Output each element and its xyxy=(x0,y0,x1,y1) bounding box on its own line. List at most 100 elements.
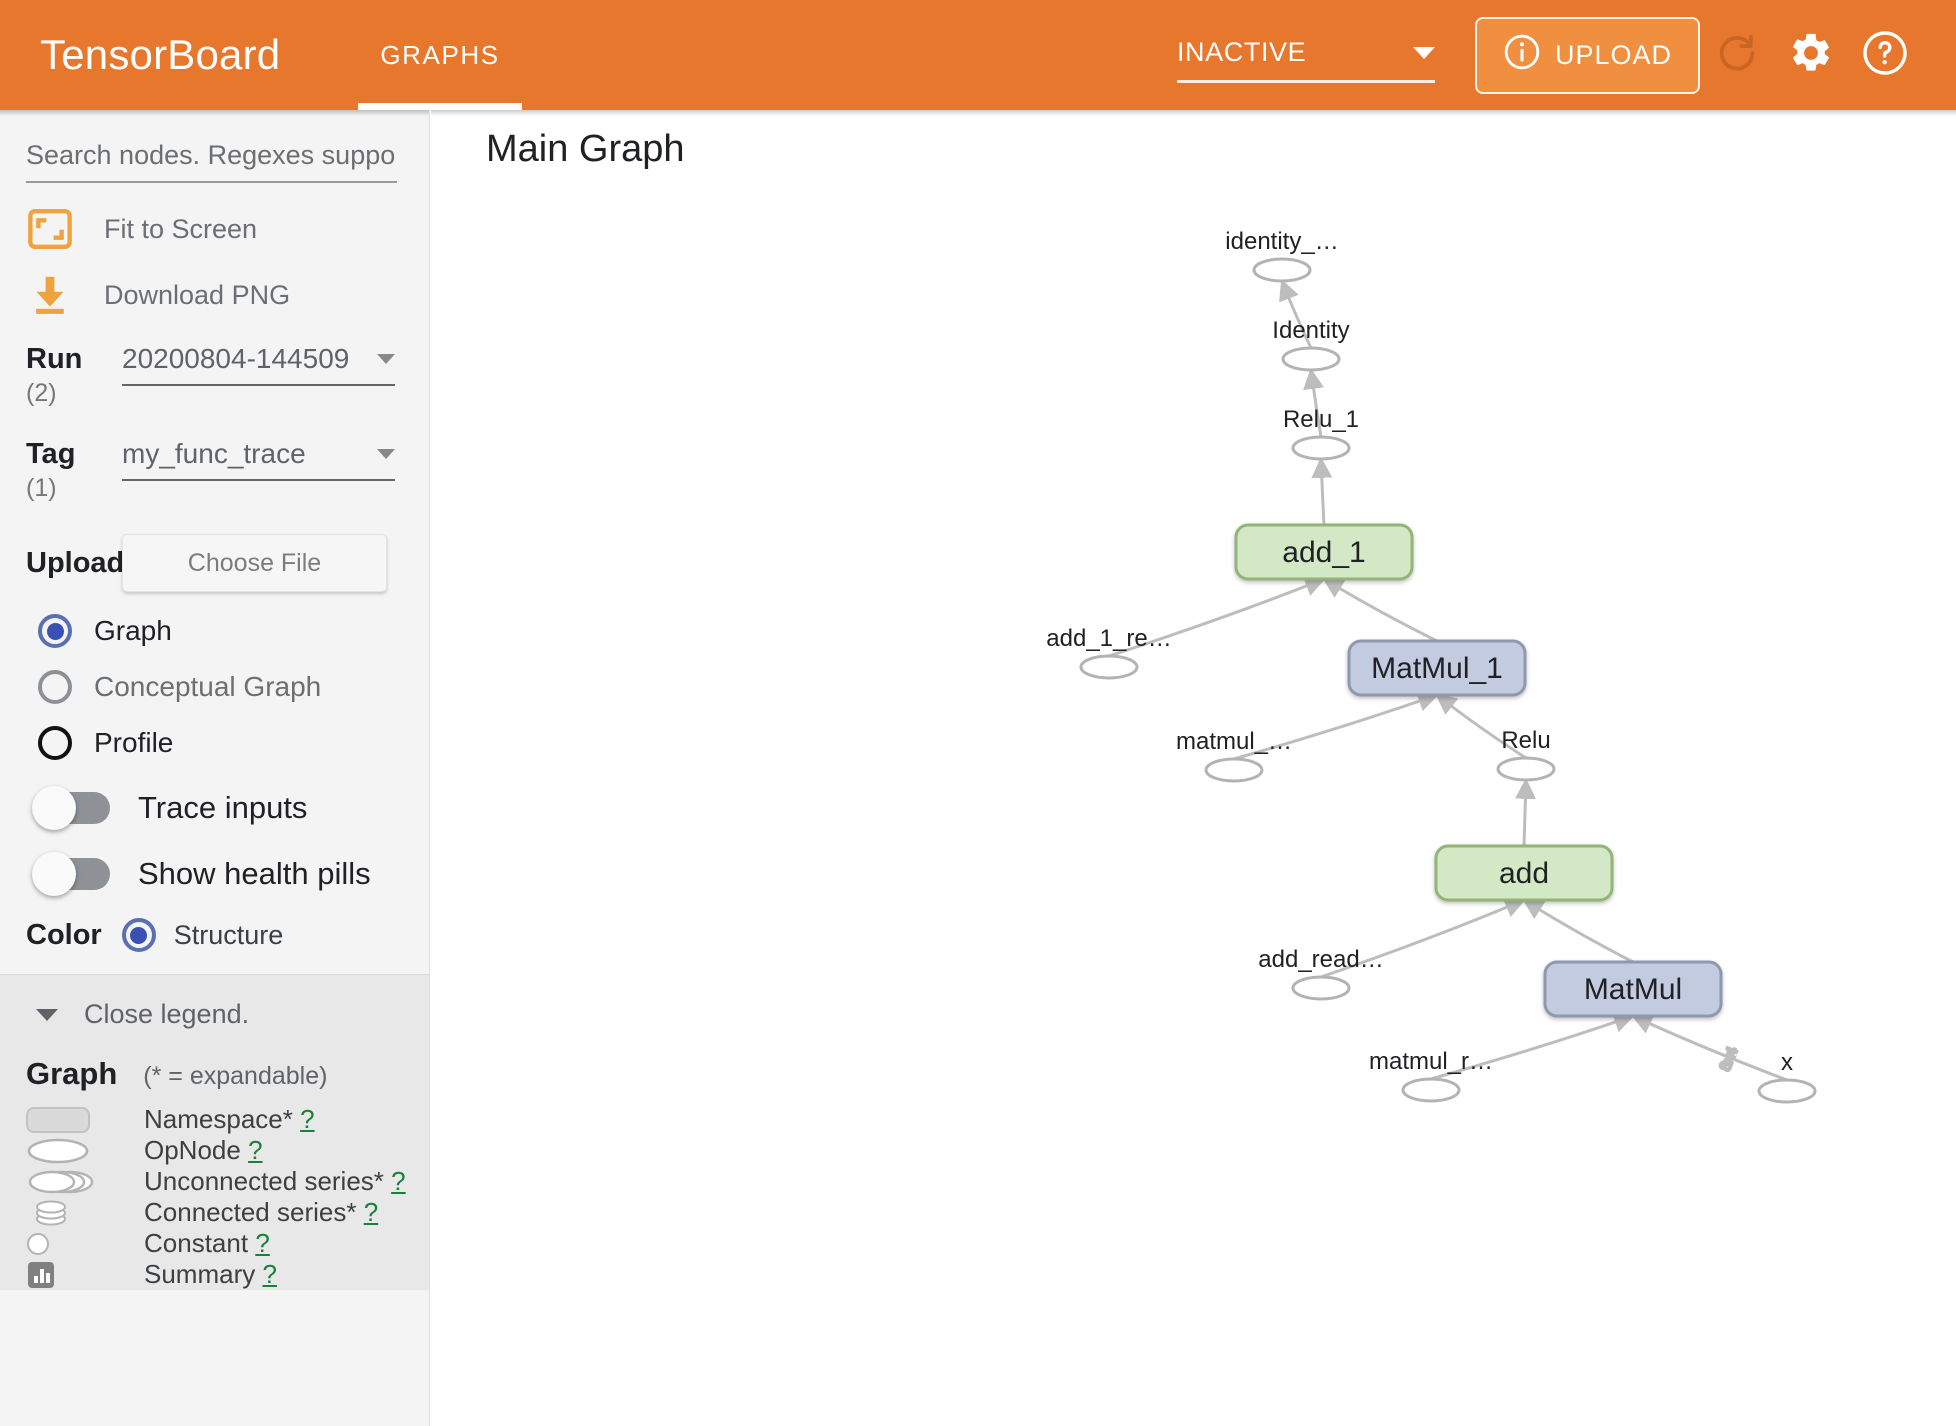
graph-node-label: Identity xyxy=(1272,317,1349,344)
run-count: (2) xyxy=(26,379,57,408)
search-input[interactable] xyxy=(26,140,397,183)
tab-graphs-label: GRAPHS xyxy=(380,39,500,70)
help-link[interactable]: ? xyxy=(391,1166,406,1197)
toggle-show-health-pills-label: Show health pills xyxy=(138,856,371,892)
run-state-dropdown[interactable]: INACTIVE xyxy=(1176,37,1435,83)
graph-node-x[interactable]: x xyxy=(1757,1049,1817,1104)
opnode-ellipse[interactable] xyxy=(1291,435,1351,461)
radio-selected-icon xyxy=(38,614,72,649)
namespace-rect[interactable] xyxy=(1543,960,1723,1018)
namespace-rect[interactable] xyxy=(1347,639,1527,697)
close-legend-button[interactable]: Close legend. xyxy=(36,999,429,1030)
chevron-down-icon xyxy=(36,1008,58,1021)
graph-node-add_1[interactable]: add_1 xyxy=(1234,523,1414,581)
toggle-trace-inputs[interactable]: Trace inputs xyxy=(32,786,429,831)
color-structure-label: Structure xyxy=(173,919,284,950)
opnode-ellipse[interactable] xyxy=(1496,756,1556,782)
upload-label: Upload xyxy=(26,546,125,579)
radio-graph[interactable]: Graph xyxy=(38,614,429,649)
color-field: Color Structure xyxy=(26,918,429,953)
opnode-ellipse[interactable] xyxy=(1204,757,1264,783)
graph-node-label: add xyxy=(1499,857,1549,890)
graph-node-label: MatMul_1 xyxy=(1371,652,1503,685)
legend-item-connected-series-label: Connected series* xyxy=(144,1197,357,1228)
opnode-ellipse[interactable] xyxy=(1281,346,1341,372)
radio-profile[interactable]: Profile xyxy=(38,726,429,761)
toggle-switch-icon xyxy=(32,786,110,831)
legend-item-opnode-label: OpNode xyxy=(144,1135,241,1166)
legend-item-namespace-label: Namespace* xyxy=(144,1104,293,1135)
tab-graphs[interactable]: GRAPHS xyxy=(358,0,523,110)
upload-button[interactable]: UPLOAD xyxy=(1474,16,1700,94)
fit-to-screen-button[interactable]: Fit to Screen xyxy=(26,209,429,249)
connected-series-swatch-icon xyxy=(26,1197,116,1229)
graph-edge xyxy=(1279,279,1313,349)
graph-node-add_1_read[interactable]: add_1_re… xyxy=(1046,625,1172,680)
opnode-ellipse[interactable] xyxy=(1252,257,1312,283)
toggle-show-health-pills[interactable]: Show health pills xyxy=(32,852,429,897)
color-label: Color xyxy=(26,918,102,951)
graph-node-matmul_read[interactable]: matmul_… xyxy=(1176,728,1292,783)
info-icon xyxy=(1503,33,1541,78)
graph-node-label: add_1_re… xyxy=(1046,625,1171,652)
opnode-ellipse[interactable] xyxy=(1291,975,1351,1001)
graph-node-add_read[interactable]: add_read… xyxy=(1258,946,1384,1001)
radio-selected-icon[interactable] xyxy=(121,918,156,953)
radio-graph-label: Graph xyxy=(94,615,172,647)
graph-node-MatMul[interactable]: MatMul xyxy=(1543,960,1723,1018)
graph-edge xyxy=(1233,691,1439,761)
radio-conceptual-graph[interactable]: Conceptual Graph xyxy=(38,670,429,705)
graph-node-Identity[interactable]: Identity xyxy=(1272,317,1350,372)
graph-node-Relu[interactable]: Relu xyxy=(1496,727,1556,782)
topbar-actions: INACTIVE UPLOAD xyxy=(1176,16,1956,94)
help-link[interactable]: ? xyxy=(363,1197,379,1228)
tag-field: Tag (1) my_func_trace xyxy=(26,438,429,505)
search-container xyxy=(26,140,397,183)
legend-item-summary-label: Summary xyxy=(144,1259,256,1290)
graph-node-label: add_read… xyxy=(1258,946,1383,973)
help-link[interactable]: ? xyxy=(262,1259,277,1290)
opnode-ellipse[interactable] xyxy=(1401,1077,1461,1103)
tag-select[interactable]: my_func_trace xyxy=(122,438,395,481)
graph-edge xyxy=(1322,577,1438,643)
namespace-rect[interactable] xyxy=(1234,523,1414,581)
legend-title: Graph xyxy=(26,1056,118,1092)
legend-item-opnode: OpNode ? xyxy=(26,1135,429,1166)
graph-node-matmul_r[interactable]: matmul_r… xyxy=(1369,1048,1493,1103)
opnode-swatch-icon xyxy=(26,1137,116,1165)
opnode-ellipse[interactable] xyxy=(1757,1078,1817,1104)
graph-node-add[interactable]: add xyxy=(1434,844,1614,902)
help-button[interactable] xyxy=(1848,18,1922,92)
help-link[interactable]: ? xyxy=(255,1228,270,1259)
graph-node-label: x xyxy=(1781,1049,1793,1076)
choose-file-button[interactable]: Choose File xyxy=(122,534,387,593)
legend-subtitle: (* = expandable) xyxy=(143,1062,328,1091)
help-link[interactable]: ? xyxy=(248,1135,263,1166)
namespace-rect[interactable] xyxy=(1434,844,1614,902)
graph-edge xyxy=(1311,456,1333,526)
opnode-ellipse[interactable] xyxy=(1079,654,1139,680)
graph-edge xyxy=(1631,1014,1788,1082)
graph-svg[interactable]: 8x4 identity_…IdentityRelu_1add_1add_1_r… xyxy=(431,110,1956,1426)
legend-item-namespace: Namespace* ? xyxy=(26,1104,429,1135)
radio-conceptual-graph-label: Conceptual Graph xyxy=(94,671,322,703)
graph-node-Relu_1[interactable]: Relu_1 xyxy=(1283,406,1359,461)
fit-to-screen-icon xyxy=(26,209,74,249)
graph-node-identity_1[interactable]: identity_… xyxy=(1225,228,1339,283)
close-legend-label: Close legend. xyxy=(84,999,250,1030)
settings-button[interactable] xyxy=(1774,18,1848,92)
graph-edge xyxy=(1435,693,1527,760)
page-title: Main Graph xyxy=(486,128,685,170)
run-selected-value: 20200804-144509 xyxy=(122,343,350,374)
help-link[interactable]: ? xyxy=(300,1104,315,1135)
graph-node-MatMul_1[interactable]: MatMul_1 xyxy=(1347,639,1527,697)
graph-node-label: Relu xyxy=(1501,727,1550,754)
download-png-button[interactable]: Download PNG xyxy=(26,275,429,315)
gear-icon xyxy=(1788,30,1834,81)
reload-button[interactable] xyxy=(1700,18,1774,92)
controls-sidebar: Fit to Screen Download PNG Run (2) 20200… xyxy=(0,110,430,1426)
run-select[interactable]: 20200804-144509 xyxy=(122,343,395,386)
